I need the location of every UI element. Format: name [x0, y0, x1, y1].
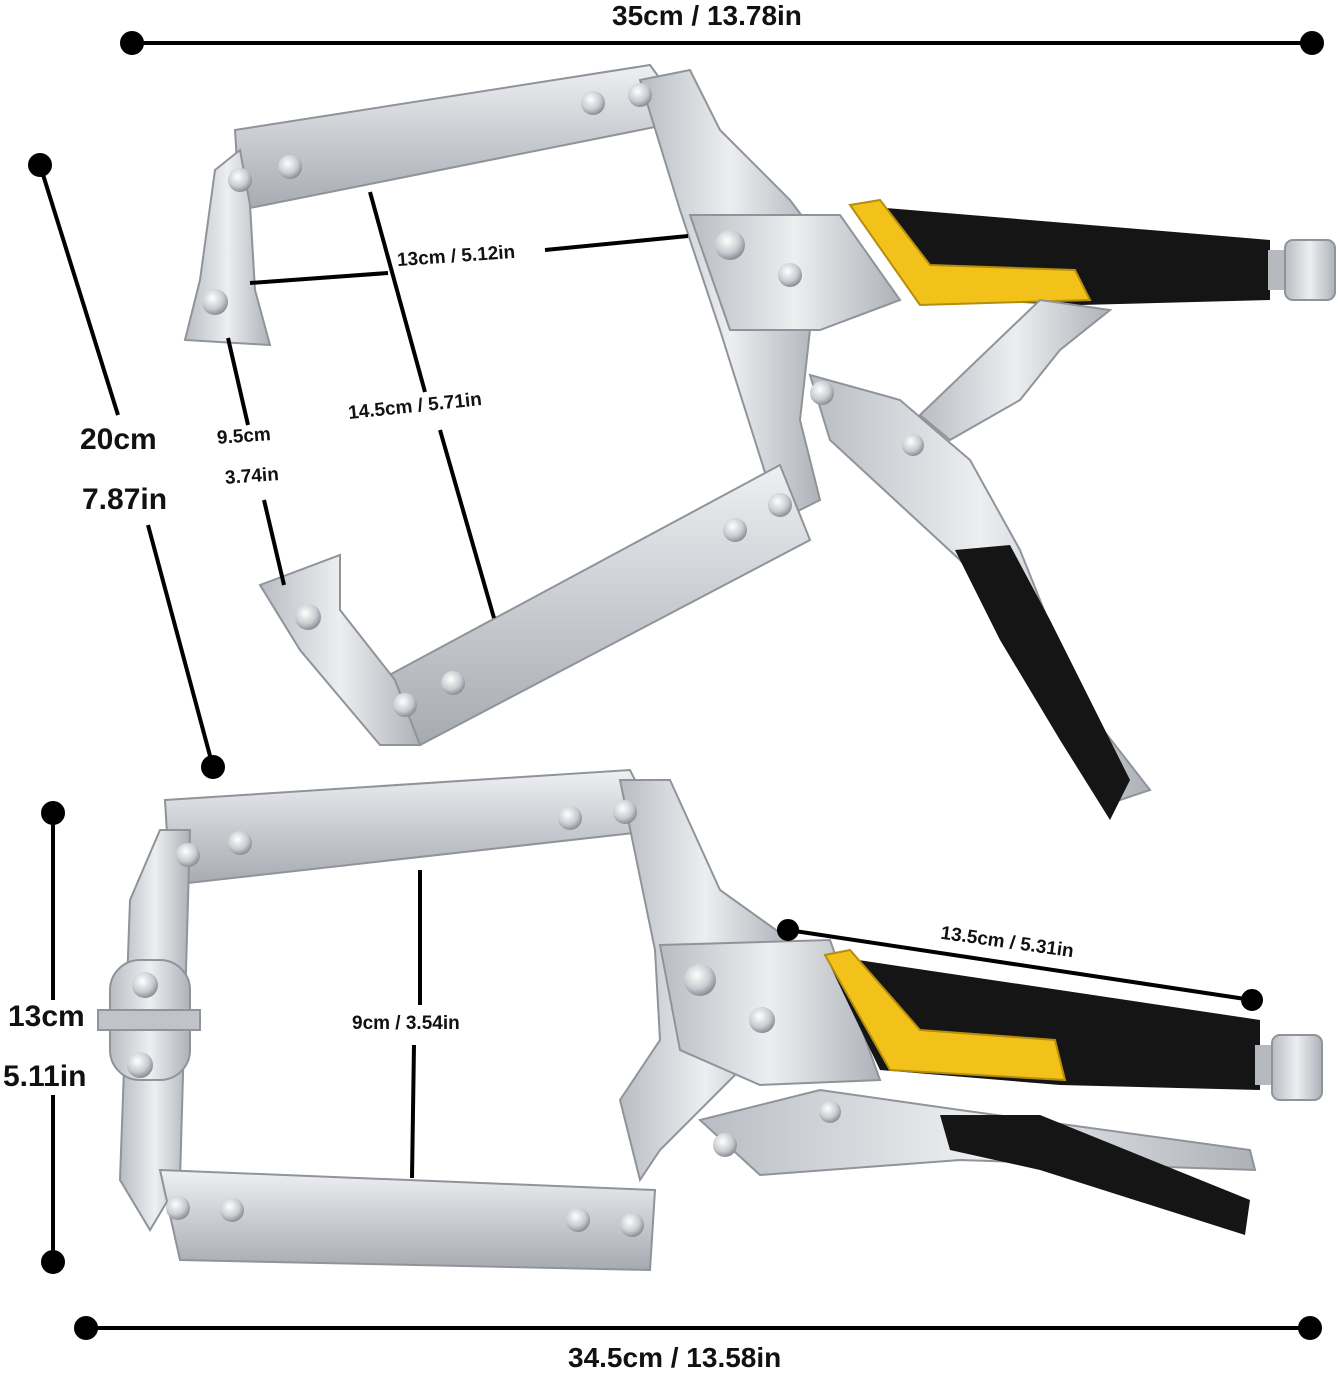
bottom-overall-height-cm-label: 13cm [8, 1000, 85, 1033]
top-overall-length-label: 35cm / 13.78in [612, 0, 802, 31]
top-clamp-icon [183, 63, 1336, 820]
top-jaw-opening-cm-label: 9.5cm [216, 424, 272, 449]
bottom-clamp-icon [97, 768, 1323, 1272]
bottom-throat-depth-label: 9cm / 3.54in [352, 1013, 460, 1034]
top-overall-height-in-label: 7.87in [82, 483, 168, 516]
top-jaw-opening-in-label: 3.74in [224, 464, 280, 489]
bottom-overall-height-in-label: 5.11in [3, 1060, 87, 1093]
top-overall-height-cm-label: 20cm [80, 423, 157, 456]
bottom-overall-length-label: 34.5cm / 13.58in [568, 1342, 782, 1373]
dimension-lines [28, 31, 1324, 1340]
